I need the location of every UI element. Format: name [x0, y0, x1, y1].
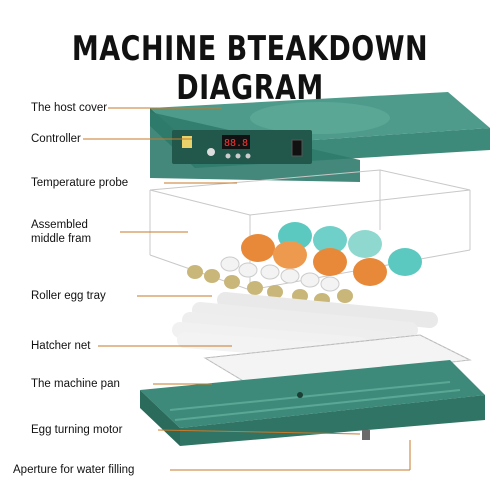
label-hatcher-net: Hatcher net	[31, 340, 91, 352]
leader-lines	[83, 107, 411, 471]
svg-text:88.8: 88.8	[224, 138, 248, 149]
label-controller: Controller	[31, 133, 81, 145]
label-roller-egg-tray: Roller egg tray	[31, 290, 106, 302]
label-temperature-probe: Temperature probe	[31, 177, 129, 189]
eggs	[187, 222, 422, 307]
label-egg-turning-motor: Egg turning motor	[31, 424, 123, 436]
diagram-title: MACHINE BTEAKDOWN DIAGRAM	[71, 30, 429, 108]
rollers	[172, 292, 438, 360]
label-machine-pan: The machine pan	[31, 378, 120, 390]
label-middle-frame-line2: middle fram	[31, 233, 92, 245]
machine-pan-part	[140, 360, 485, 446]
hatcher-net-part	[203, 334, 472, 386]
label-middle-frame-line1: Assembled	[31, 219, 88, 231]
label-water-aperture: Aperture for water filling	[13, 464, 135, 476]
label-host-cover: The host cover	[31, 102, 108, 114]
host-cover-part: 88.8	[150, 92, 490, 182]
